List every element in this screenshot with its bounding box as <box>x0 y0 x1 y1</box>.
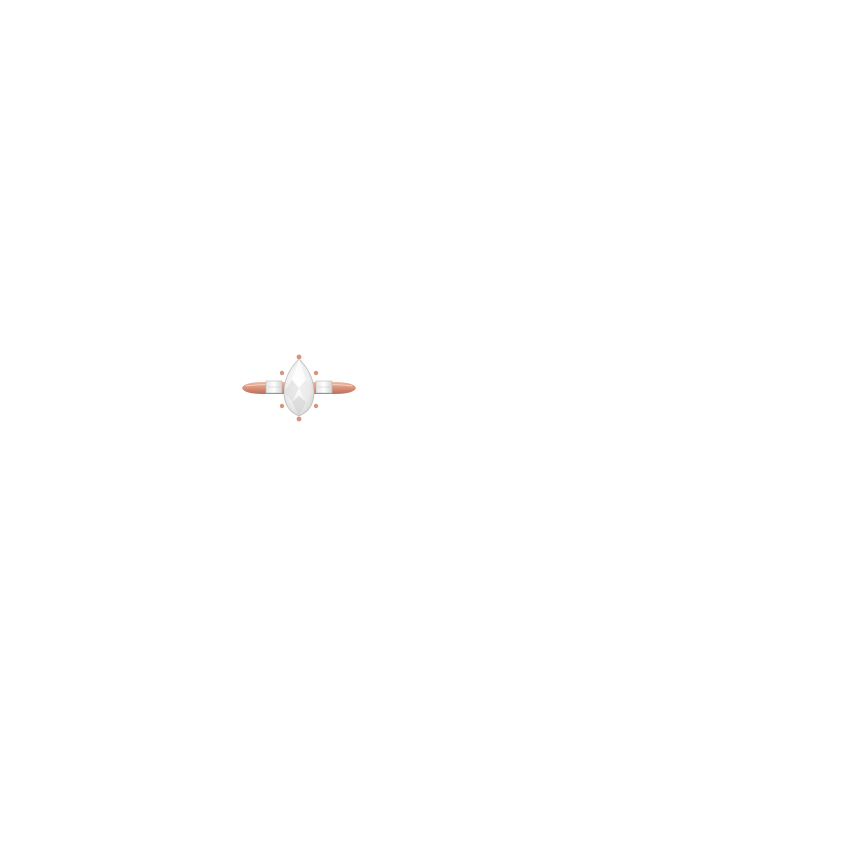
prong <box>296 354 302 360</box>
prong <box>313 370 319 376</box>
prong <box>279 403 285 409</box>
ring-icon <box>242 354 356 422</box>
ring-product-photo <box>240 352 358 424</box>
prong <box>313 403 319 409</box>
prong <box>296 416 302 422</box>
prong <box>279 370 285 376</box>
